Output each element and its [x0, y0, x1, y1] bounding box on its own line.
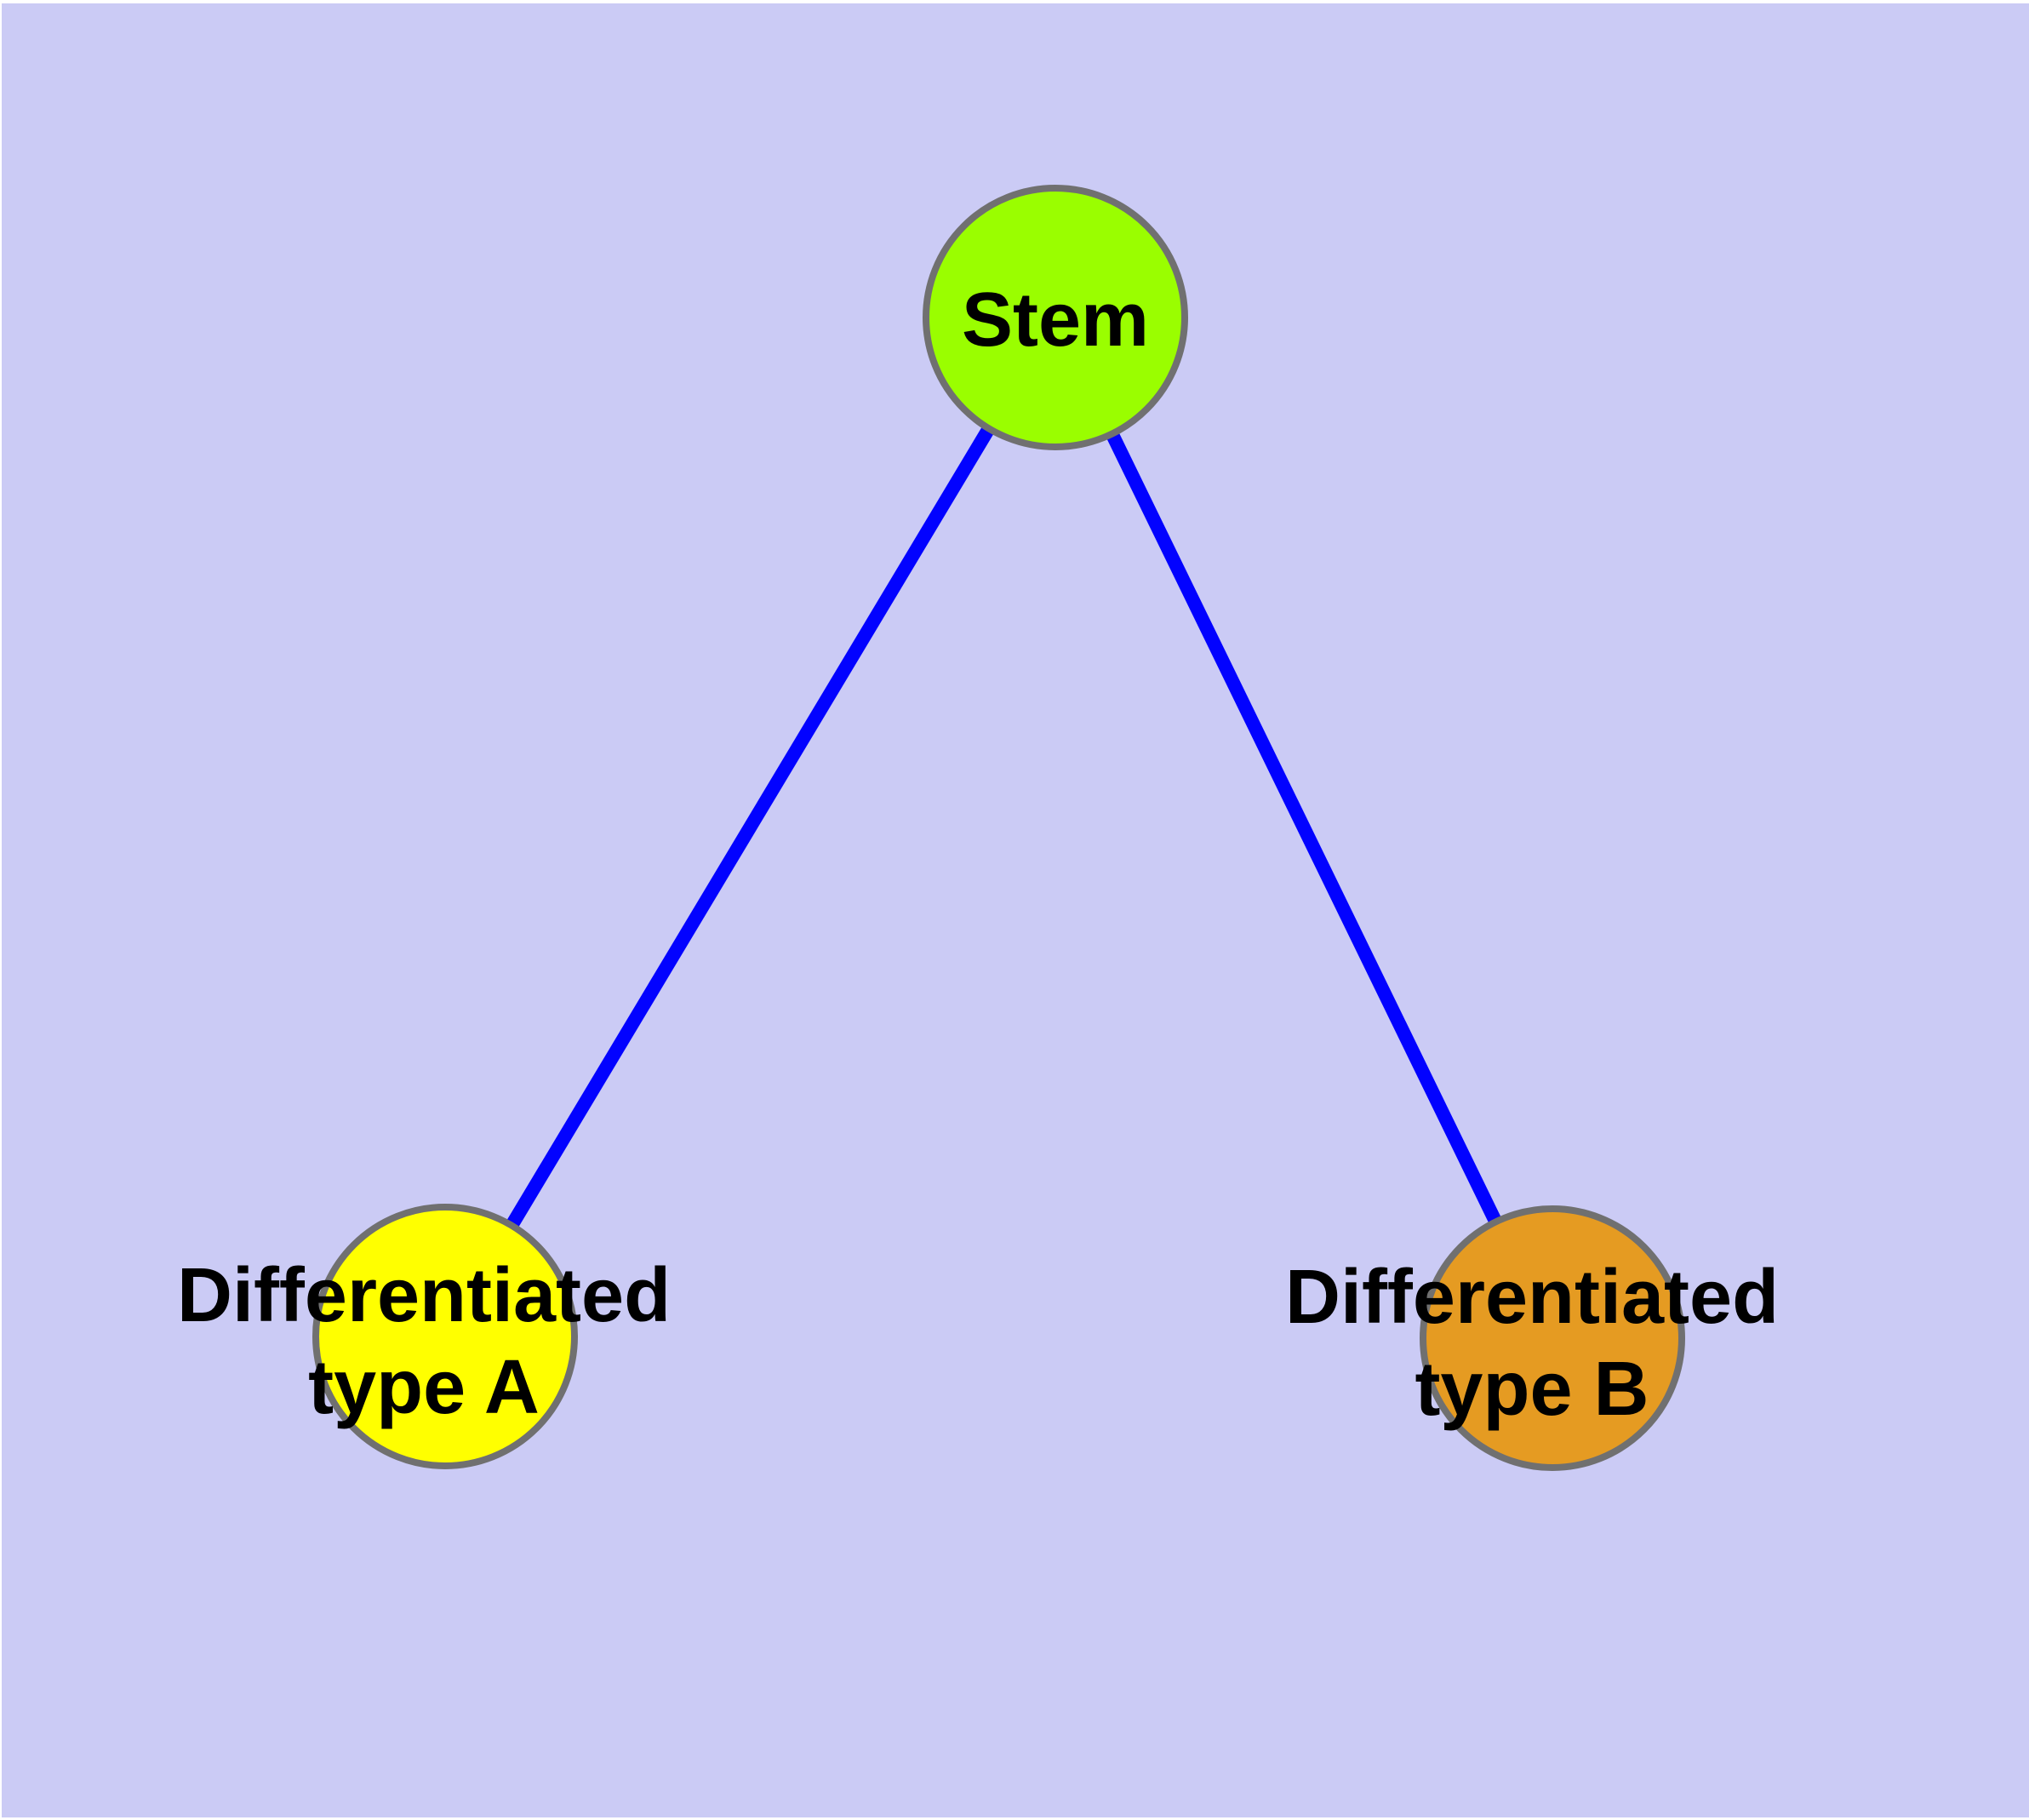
node-label-type-a: Differentiated type A	[177, 1250, 671, 1434]
node-label-line: type B	[1415, 1347, 1649, 1432]
node-label-line: Stem	[961, 278, 1150, 363]
node-label-type-b: Differentiated type B	[1285, 1251, 1779, 1435]
node-label-line: Differentiated	[1284, 1255, 1780, 1340]
node-type-a-circle	[312, 1204, 578, 1469]
edge-stem-to-type-a-line	[439, 313, 1061, 1341]
node-stem-circle	[923, 185, 1188, 450]
node-label-stem: Stem	[962, 274, 1149, 366]
node-label-line: type A	[308, 1345, 540, 1430]
edge-stem-to-type-b-line	[1049, 314, 1559, 1342]
node-label-line: Differentiated	[176, 1253, 672, 1338]
node-type-b-circle	[1420, 1205, 1685, 1471]
